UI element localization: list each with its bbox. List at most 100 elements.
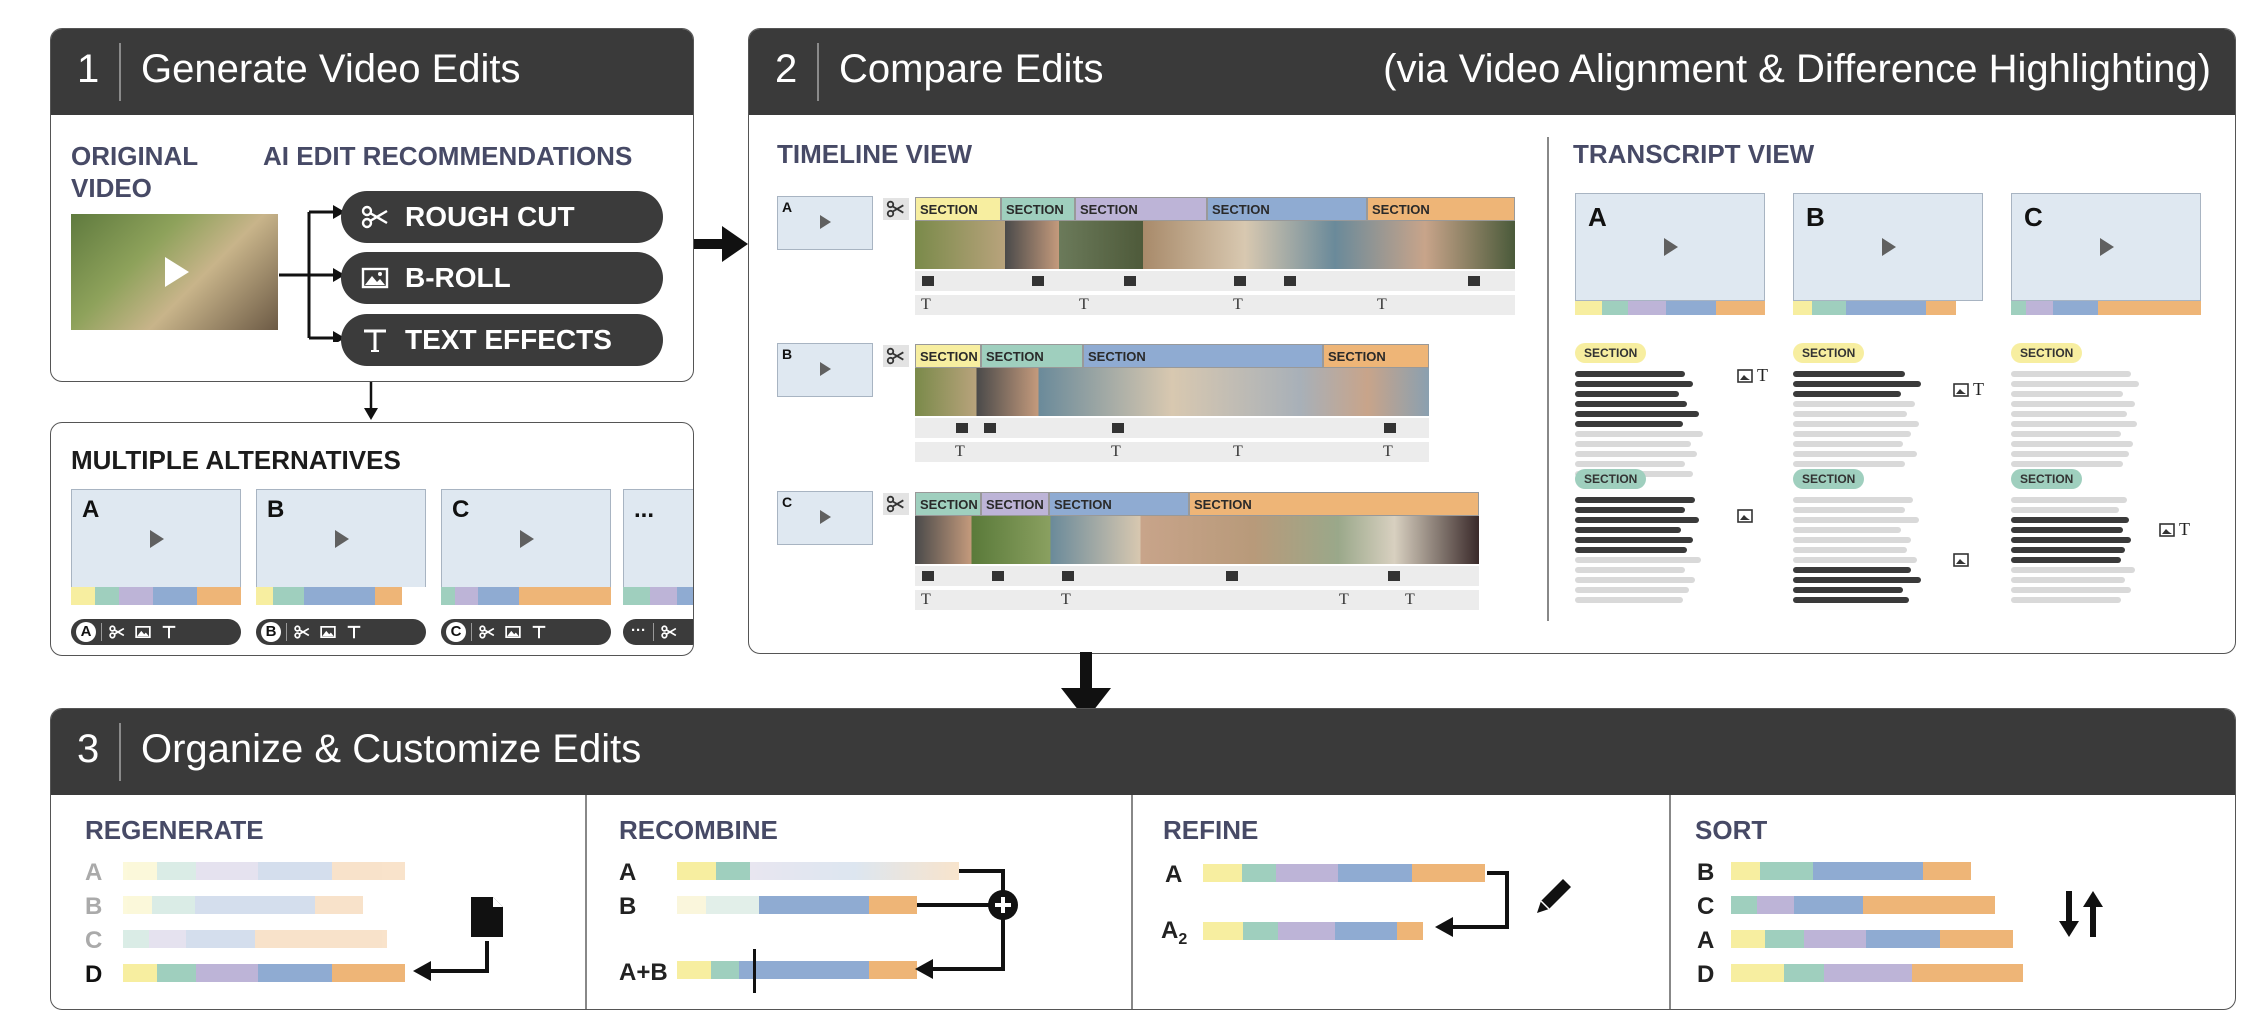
row-label: B (1697, 859, 1715, 886)
sort-bar-a (1731, 930, 2013, 948)
broll-track (915, 271, 1515, 291)
ai-recommendations-label: AI EDIT RECOMMENDATIONS (263, 141, 633, 171)
text-icon (532, 625, 546, 639)
text-effects-button[interactable]: TEXT EFFECTS (341, 314, 663, 366)
section-chip: SECTION (1575, 343, 1647, 363)
image-icon (1284, 276, 1296, 286)
alternative-bar-a (71, 587, 241, 605)
b-roll-button[interactable]: B-ROLL (341, 252, 663, 304)
card-letter: A (1588, 202, 1607, 232)
alternative-pill-c[interactable]: C (441, 619, 611, 645)
row-label: A (1165, 861, 1183, 888)
timeline-view-label: TIMELINE VIEW (777, 139, 972, 169)
transcript-card-b[interactable]: B (1793, 193, 1983, 301)
alternative-card-more[interactable]: ... (623, 489, 693, 591)
image-icon (320, 626, 336, 638)
card-letter: A (782, 199, 793, 215)
play-icon (820, 215, 831, 229)
header-divider (817, 43, 819, 101)
panel-subtitle: (via Video Alignment & Difference Highli… (1383, 47, 2211, 91)
image-icon (2159, 523, 2175, 537)
card-letter: C (2024, 202, 2043, 232)
timeline-card-c[interactable]: C (777, 491, 873, 545)
original-video-label-1: ORIGINAL (71, 141, 199, 171)
text-track: T T T T (915, 295, 1515, 315)
transcript-view-label: TRANSCRIPT VIEW (1573, 139, 1815, 169)
column-divider (585, 795, 587, 1009)
timeline-card-a[interactable]: A (777, 196, 873, 250)
alternative-card-b[interactable]: B (256, 489, 426, 591)
sort-label[interactable]: SORT (1695, 815, 1768, 845)
transcript-card-a[interactable]: A (1575, 193, 1765, 301)
image-icon (922, 571, 934, 581)
image-icon (1737, 369, 1753, 383)
image-icon (135, 626, 151, 638)
scissors-icon[interactable] (883, 345, 909, 367)
original-video-thumbnail[interactable] (71, 214, 278, 330)
column-divider (1131, 795, 1133, 1009)
row-label: A+B (619, 959, 668, 986)
branch-arrows (279, 205, 345, 342)
alternative-pill-a[interactable]: A (71, 619, 241, 645)
scissors-icon[interactable] (883, 493, 909, 515)
alternative-pill-more[interactable]: ··· (623, 619, 693, 645)
panel-title: Organize & Customize Edits (141, 727, 642, 771)
recombine-label[interactable]: RECOMBINE (619, 815, 778, 845)
panel-title: Generate Video Edits (141, 47, 521, 91)
section-label: SECTION (1207, 197, 1367, 221)
text-icon: T (921, 591, 931, 608)
pill-divider (653, 623, 654, 641)
play-icon (1882, 238, 1896, 256)
arrow-down-to-alternatives (364, 382, 378, 420)
regenerate-arrow (413, 941, 489, 981)
regenerate-bar-d (123, 964, 405, 982)
panel-generate: 1 Generate Video Edits ORIGINAL VIDEO AI… (50, 28, 694, 382)
sort-arrows-icon[interactable] (2057, 887, 2111, 941)
card-letter: A (82, 496, 100, 523)
header-divider (119, 43, 121, 101)
header-divider (119, 723, 121, 781)
pill-divider (101, 623, 102, 641)
play-icon (820, 362, 831, 376)
scissors-icon[interactable] (883, 198, 909, 220)
arrow-down-to-organize (1061, 652, 1111, 720)
timeline-card-b[interactable]: B (777, 343, 873, 397)
panel-title: Compare Edits (839, 47, 1104, 91)
video-frames-strip[interactable] (915, 516, 1479, 564)
step-number: 3 (77, 727, 100, 771)
video-frames-strip[interactable] (915, 221, 1515, 269)
sort-bar-b (1731, 862, 1971, 880)
rough-cut-button[interactable]: ROUGH CUT (341, 191, 663, 243)
text-icon: T (955, 443, 965, 460)
pill-divider (286, 623, 287, 641)
transcript-card-c[interactable]: C (2011, 193, 2201, 301)
alternative-card-a[interactable]: A (71, 489, 241, 591)
image-icon (1234, 276, 1246, 286)
regenerate-label[interactable]: REGENERATE (85, 815, 264, 845)
alternative-card-c[interactable]: C (441, 489, 611, 591)
image-icon (1062, 571, 1074, 581)
refine-label[interactable]: REFINE (1163, 815, 1259, 845)
text-icon: T (1061, 591, 1071, 608)
regenerate-bar-a (123, 862, 405, 880)
text-icon (364, 329, 386, 352)
document-icon (471, 897, 503, 937)
section-label: SECTION (1049, 492, 1189, 516)
pill-letter: B (261, 622, 281, 642)
video-frames-strip[interactable] (915, 368, 1429, 416)
section-label: SECTION (1189, 492, 1479, 516)
alternative-bar-more (623, 587, 693, 605)
regenerate-bar-b (123, 896, 363, 914)
panel-alternatives: MULTIPLE ALTERNATIVES A B C ... A B C (50, 422, 694, 656)
sort-bar-d (1731, 964, 2023, 982)
text-icon: T (1973, 379, 1984, 399)
section-chip: SECTION (1793, 343, 1865, 363)
refine-row-a2: A2 (1161, 917, 1187, 948)
image-icon (922, 276, 934, 286)
row-label: B (619, 893, 637, 920)
play-icon[interactable] (155, 252, 195, 292)
image-icon (1953, 383, 1969, 397)
row-label: A (619, 859, 637, 886)
alternative-pill-b[interactable]: B (256, 619, 426, 645)
arrow-right-to-compare (694, 226, 748, 262)
